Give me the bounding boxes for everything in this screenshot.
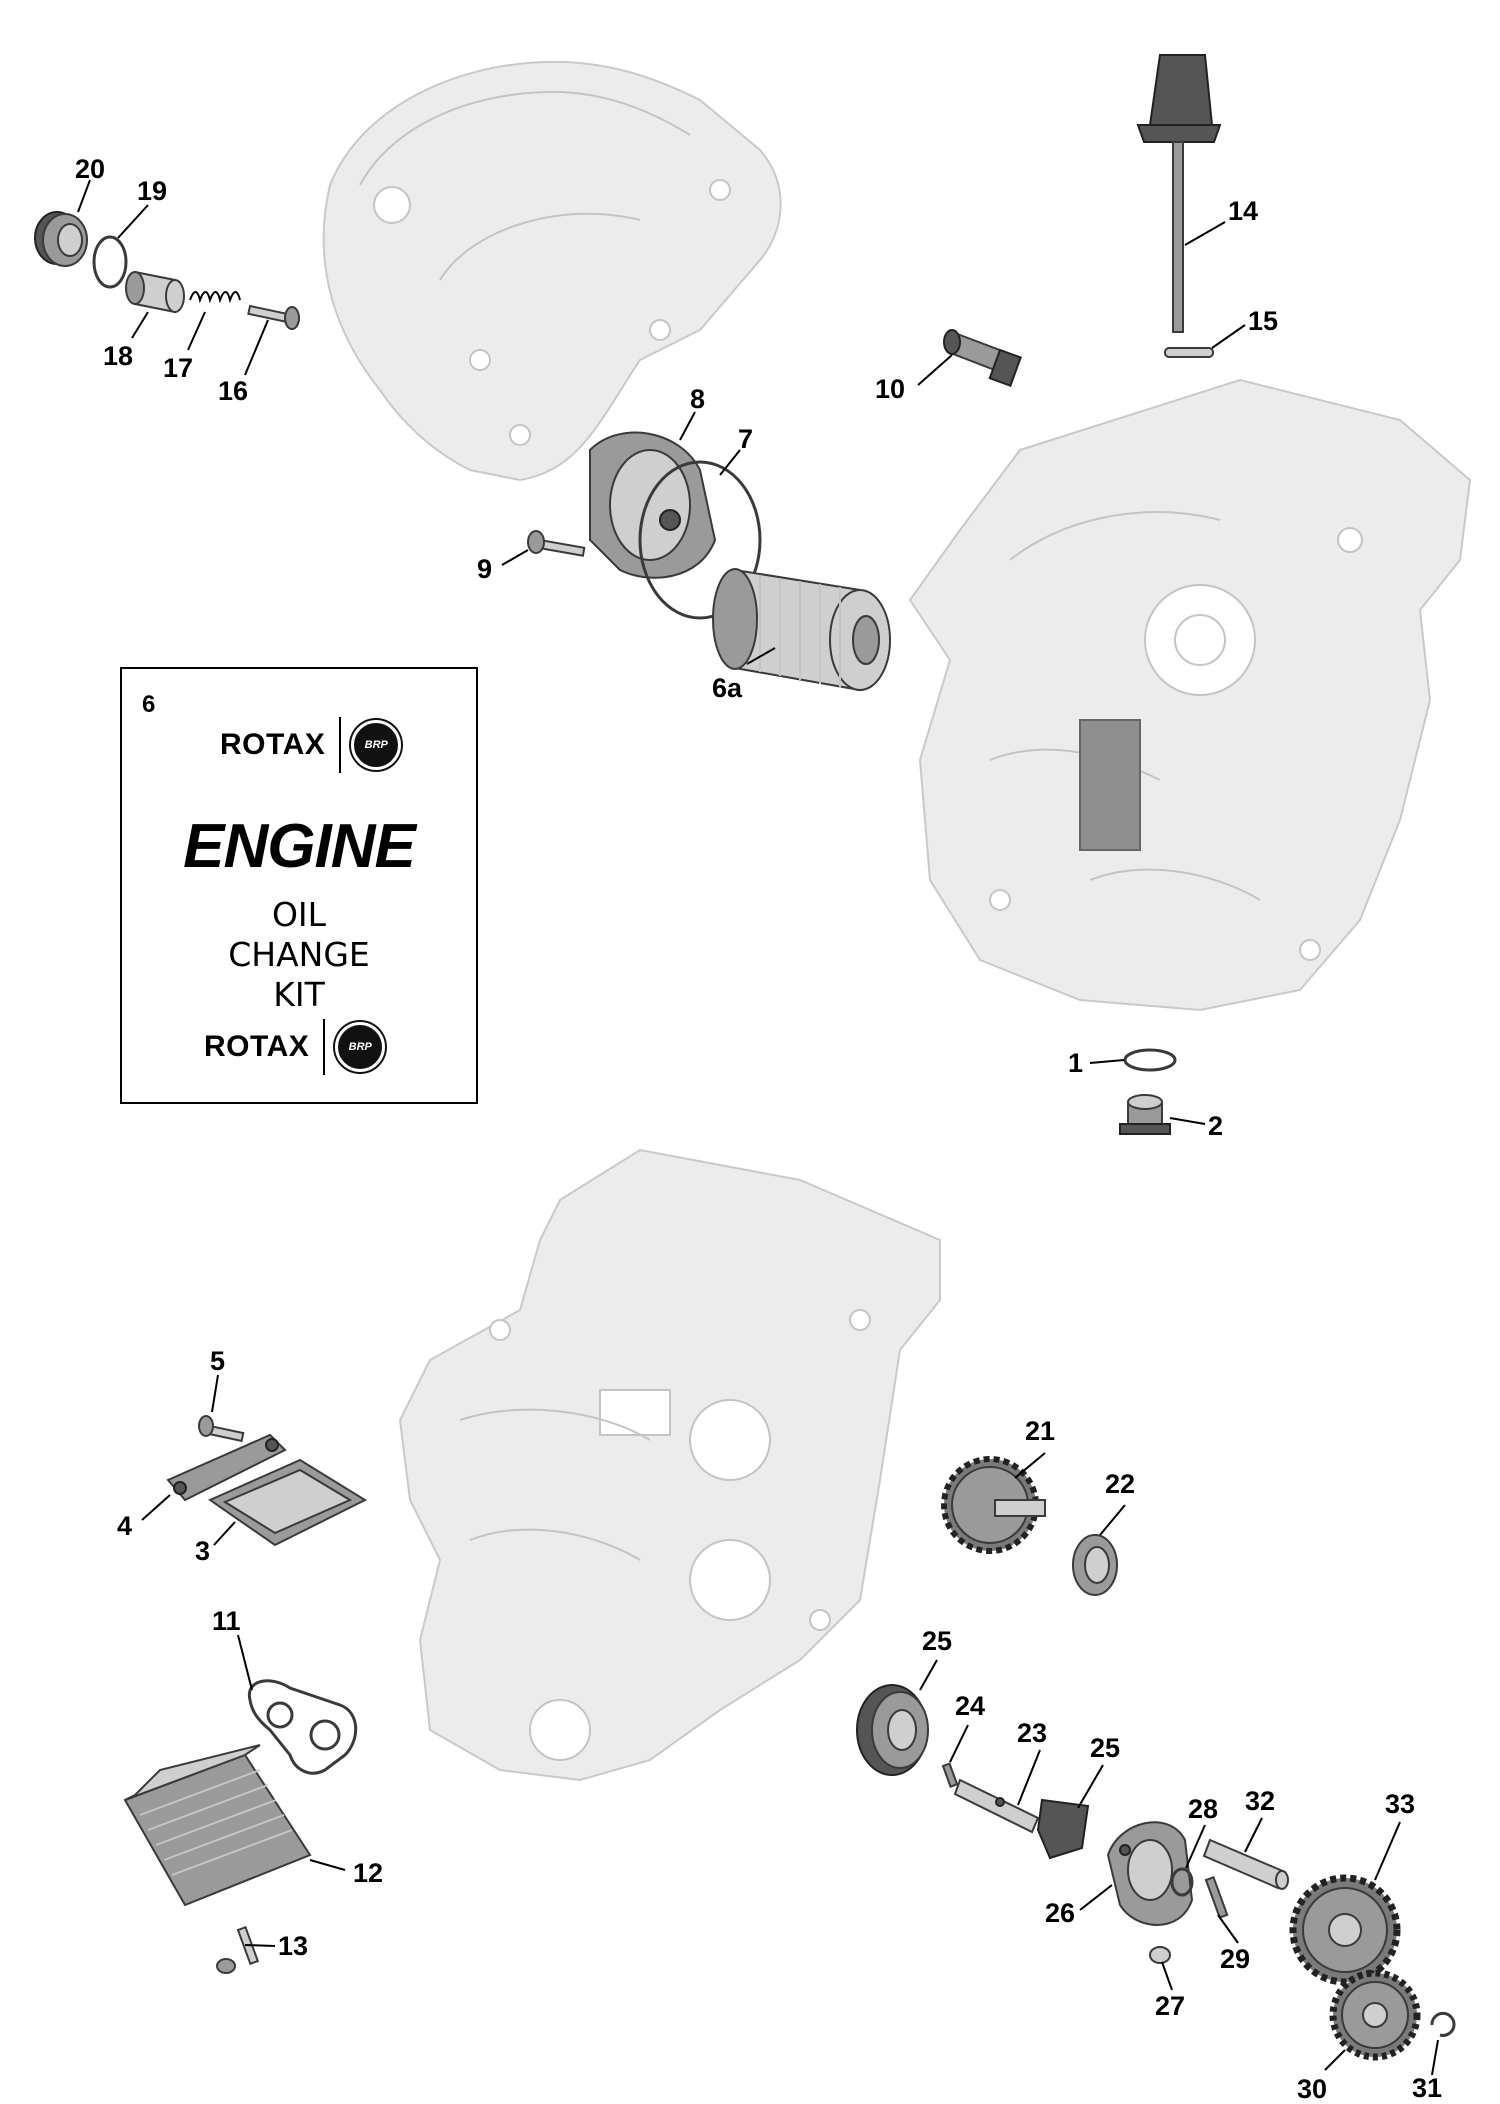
callout-32: 32 — [1245, 1786, 1275, 1816]
callout-21: 21 — [1025, 1416, 1055, 1446]
part-14-dipstick[interactable] — [1136, 54, 1222, 333]
brand-divider — [323, 1019, 326, 1075]
part-29-pin[interactable] — [1204, 1875, 1229, 1919]
part-7-o-ring[interactable] — [638, 460, 762, 620]
callout-26: 26 — [1045, 1898, 1075, 1928]
part-8-filter-cover[interactable] — [589, 431, 717, 579]
callout-7: 7 — [738, 424, 753, 454]
part-9-bolt[interactable] — [527, 530, 586, 557]
part-15-pin[interactable] — [1164, 347, 1214, 358]
callout-17: 17 — [163, 353, 193, 383]
callout-22: 22 — [1105, 1469, 1135, 1499]
callout-28: 28 — [1188, 1794, 1218, 1824]
kit-line-change: CHANGE — [228, 935, 370, 974]
callout-1: 1 — [1068, 1048, 1083, 1078]
callout-13: 13 — [278, 1931, 308, 1961]
callout-25-outer: 25 — [922, 1626, 952, 1656]
rotax-logo-bottom: ROTAX — [204, 1030, 310, 1063]
callout-27: 27 — [1155, 1991, 1185, 2021]
callout-labels: 20 19 18 17 16 14 15 10 8 7 9 6a 1 2 5 4… — [75, 154, 1442, 2104]
part-22-seal[interactable] — [1072, 1534, 1118, 1596]
part-3-strainer[interactable] — [207, 1458, 368, 1547]
callout-11: 11 — [212, 1606, 241, 1636]
callout-18: 18 — [103, 341, 133, 371]
part-28-ring[interactable] — [1170, 1867, 1194, 1897]
part-4-retainer-plate[interactable] — [166, 1433, 287, 1502]
part-20-plug[interactable] — [34, 211, 88, 267]
brand-row-top: ROTAX BRP — [220, 717, 402, 773]
callout-23: 23 — [1017, 1718, 1047, 1748]
part-6a-oil-filter[interactable] — [712, 568, 891, 692]
callout-2: 2 — [1208, 1111, 1223, 1141]
crankcase-lower-ghost — [398, 1148, 941, 1782]
callout-16: 16 — [218, 376, 248, 406]
part-1-seal-ring[interactable] — [1123, 1048, 1177, 1072]
callout-3: 3 — [195, 1536, 210, 1566]
callout-31: 31 — [1412, 2073, 1442, 2103]
part-5-screw[interactable] — [198, 1415, 245, 1443]
part-2-drain-plug[interactable] — [1119, 1094, 1171, 1135]
callout-33: 33 — [1385, 1789, 1415, 1819]
part-26-pump-cover[interactable] — [1106, 1821, 1194, 1926]
brand-row-bottom: ROTAX BRP — [204, 1019, 386, 1075]
callout-20: 20 — [75, 154, 105, 184]
leader-lines — [77, 179, 1439, 2076]
brand-divider — [339, 717, 342, 773]
clutch-cover-ghost — [322, 60, 782, 482]
callout-4: 4 — [117, 1511, 132, 1541]
crankcase-upper-ghost — [908, 378, 1472, 1012]
callout-24: 24 — [955, 1691, 985, 1721]
part-21-gear[interactable] — [941, 1456, 1046, 1554]
part-25-inner-rotor[interactable] — [1036, 1798, 1090, 1860]
part-30-gear[interactable] — [1329, 1969, 1421, 2061]
callout-30: 30 — [1297, 2074, 1327, 2104]
part-10-sensor[interactable] — [943, 329, 1022, 387]
part-19-o-ring[interactable] — [92, 235, 128, 289]
callout-8: 8 — [690, 384, 705, 414]
part-17-spring[interactable] — [189, 291, 241, 304]
callout-14: 14 — [1228, 196, 1258, 226]
brp-badge-icon: BRP — [351, 720, 402, 770]
callout-10: 10 — [875, 374, 905, 404]
callout-9: 9 — [477, 554, 492, 584]
part-12-oil-cooler[interactable] — [123, 1744, 312, 1907]
part-32-shaft[interactable] — [1202, 1838, 1289, 1890]
callout-25-inner: 25 — [1090, 1733, 1120, 1763]
callout-5: 5 — [210, 1346, 225, 1376]
callout-15: 15 — [1248, 306, 1278, 336]
kit-line-oil: OIL — [271, 895, 327, 934]
part-11-gasket[interactable] — [247, 1679, 358, 1775]
callout-19: 19 — [137, 176, 167, 206]
rotax-logo-top: ROTAX — [220, 728, 326, 761]
part-23-shaft[interactable] — [953, 1778, 1040, 1834]
callout-29: 29 — [1220, 1944, 1250, 1974]
kit-line-kit: KIT — [273, 975, 325, 1014]
callout-12: 12 — [353, 1858, 383, 1888]
kit-callout-number: 6 — [142, 691, 156, 718]
part-33-gear[interactable] — [1289, 1874, 1401, 1986]
part-18-valve[interactable] — [125, 270, 185, 314]
part-16-bolt[interactable] — [247, 304, 300, 330]
part-25-outer-rotor[interactable] — [856, 1684, 929, 1776]
part-27-washer[interactable] — [1149, 1946, 1171, 1964]
part-31-circlip[interactable] — [1430, 2011, 1456, 2037]
kit-title: ENGINE — [183, 812, 416, 881]
oil-change-kit-card[interactable]: 6 ROTAX BRP ENGINE OIL CHANGE KIT ROTAX … — [120, 667, 478, 1104]
brp-badge-icon: BRP — [335, 1022, 386, 1072]
part-13-bolt[interactable] — [216, 1925, 260, 1974]
callout-6a: 6a — [712, 673, 743, 703]
part-24-pin[interactable] — [941, 1762, 959, 1788]
